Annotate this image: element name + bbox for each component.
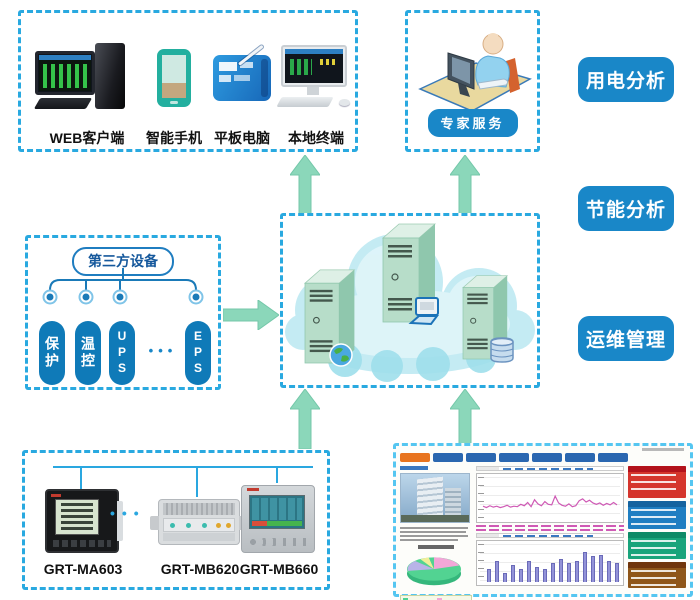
dashboard-nav-tab (466, 453, 496, 462)
meter-model-label: GRT-MA603 (43, 561, 123, 577)
bus-line (53, 466, 313, 497)
bar (599, 554, 603, 582)
dashboard-left-column (400, 466, 472, 600)
meters-group-box: ••• GRT-MA603 GRT-MB620 GRT-MB660 (22, 450, 330, 590)
stat-panel-green-stats (628, 532, 686, 559)
database-icon (490, 337, 514, 363)
stat-panel-red-stats (628, 466, 686, 498)
line-chart (476, 473, 624, 523)
terminal-icon (408, 297, 439, 326)
bar (487, 568, 491, 582)
dashboard-nav-tab (433, 453, 463, 462)
expert-service-label: 专家服务 (427, 109, 518, 137)
dashboard-screenshot (393, 443, 693, 600)
dashboard-nav-tab (598, 453, 628, 462)
cloud-icon (285, 223, 535, 382)
cloud-platform-box (280, 213, 540, 388)
bar (591, 556, 595, 582)
arrow-dashboard-to-cloud (450, 389, 480, 449)
client-local-terminal: 本地终端 (276, 43, 353, 148)
pie-chart-legend (400, 595, 472, 600)
dashboard-description-text (400, 527, 472, 541)
dashboard-stats-column (628, 466, 686, 591)
stat-panel-brown-stats (628, 562, 686, 588)
person-at-computer-icon (418, 33, 532, 112)
bar (503, 572, 507, 582)
bar (551, 563, 555, 582)
bar-chart (487, 544, 619, 582)
dashboard-nav-tab (532, 453, 562, 462)
label-energy-saving-analysis: 节能分析 (578, 186, 674, 231)
label-electricity-analysis: 用电分析 (578, 57, 674, 102)
bar-chart-frame (476, 540, 624, 586)
third-party-item-temperature: 温控 (75, 321, 101, 385)
meter-model-label: GRT-MB620 (160, 561, 240, 577)
client-web: WEB客户端 (33, 43, 139, 148)
dashboard-user-info-text (642, 448, 684, 451)
client-phone: 智能手机 (143, 43, 205, 148)
arrow-thirdparty-to-cloud (223, 300, 279, 330)
dashboard-nav-tab (565, 453, 595, 462)
third-party-item-protection: 保护 (39, 321, 65, 385)
bar (535, 566, 539, 582)
dashboard-nav-tab (499, 453, 529, 462)
bar (615, 563, 619, 582)
bar (519, 568, 523, 582)
meter-model-label: GRT-MB660 (239, 561, 319, 577)
client-label: 智能手机 (146, 130, 202, 146)
bar (575, 561, 579, 582)
dashboard-section-title (400, 466, 428, 470)
bar (559, 559, 563, 582)
arrow-meters-to-cloud (290, 389, 320, 449)
bar (583, 552, 587, 582)
server-globe (303, 269, 356, 364)
local-terminal-icon (276, 43, 353, 115)
stat-panel-blue-stats (628, 501, 686, 529)
chart-toolbar (476, 533, 624, 538)
third-party-box: 第三方设备 保护 温控 UPS EPS ••• (25, 235, 221, 390)
client-label: WEB客户端 (49, 130, 125, 146)
pie-chart-title (418, 545, 454, 549)
smartphone-icon (143, 43, 205, 115)
label-operations-management: 运维管理 (578, 316, 674, 361)
dashboard-nav-tab (400, 453, 430, 462)
meter-grt-ma603-icon (45, 489, 123, 553)
client-label: 本地终端 (288, 130, 344, 146)
chart-toolbar (476, 466, 624, 471)
third-party-ellipsis: ••• (148, 343, 178, 358)
pie-chart (407, 557, 461, 586)
bar (607, 561, 611, 582)
meters-ellipsis: ••• (110, 505, 146, 521)
bar (511, 564, 515, 582)
line-path (482, 494, 618, 509)
dashboard-middle-column (476, 466, 624, 586)
tablet-icon (209, 43, 275, 115)
building-photo (400, 473, 470, 523)
arrow-cloud-to-expert (450, 155, 480, 215)
line-chart-legend (476, 525, 624, 531)
bar (543, 568, 547, 582)
clients-group-box: WEB客户端 智能手机 平板电脑 本地终端 (18, 10, 358, 152)
meter-grt-mb620-icon (150, 499, 248, 545)
desktop-computer-icon (33, 43, 139, 115)
arrow-cloud-to-clients (290, 155, 320, 215)
bar (527, 561, 531, 582)
bar (567, 563, 571, 582)
client-tablet: 平板电脑 (209, 43, 275, 148)
dashboard-nav (400, 453, 628, 462)
client-label: 平板电脑 (214, 130, 270, 146)
third-party-item-ups: UPS (109, 321, 135, 385)
meter-grt-mb660-icon (241, 485, 315, 553)
expert-service-box: 专家服务 (405, 10, 540, 152)
globe-icon (329, 343, 353, 367)
third-party-connector-lines (42, 268, 204, 305)
third-party-item-eps: EPS (185, 321, 211, 385)
bar (495, 561, 499, 582)
